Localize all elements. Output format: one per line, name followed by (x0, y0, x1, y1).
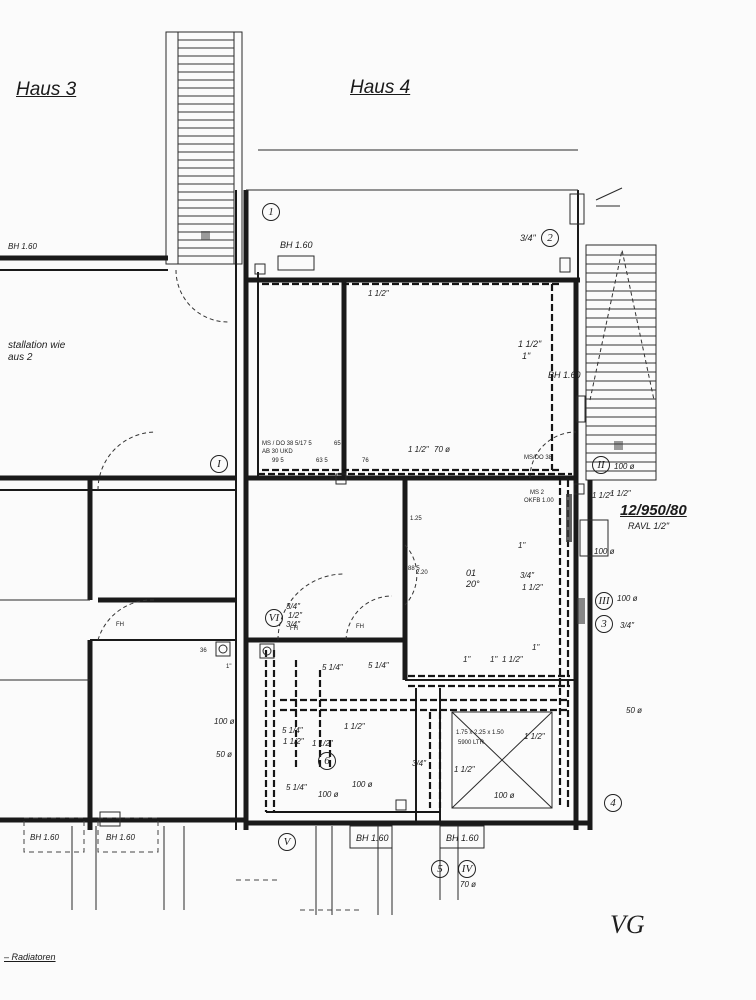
dim-65: 65 (334, 441, 341, 447)
stair-direction-line (589, 249, 655, 401)
ms-do-right: MS/DO 38 (524, 455, 553, 461)
vi-dim-b: 1/2" (288, 611, 302, 620)
room-temperature: 20° (466, 579, 480, 589)
dim-1-room: 1" (518, 541, 526, 550)
tank-outline (451, 711, 553, 809)
lower-outline (23, 811, 485, 915)
ms-do-top: MS / DO 38 5/17 5 (262, 441, 312, 447)
dim-100-iii: 100 ø (617, 594, 638, 603)
marker-3: 3 (595, 615, 613, 633)
fh-label-a: FH (116, 622, 124, 628)
marker-5: 5 (431, 860, 449, 878)
dim-112-top: 1 1/2" (368, 289, 389, 298)
dim-125: 1.25 (410, 516, 422, 522)
stairwell-right (585, 244, 657, 481)
dim-1-right: 1" (522, 351, 531, 361)
dim-112-ii: 1 1/2" (592, 491, 613, 500)
radiators (215, 255, 609, 811)
dim-112-h: 1 1/2" (524, 732, 545, 741)
marker-IV: IV (458, 860, 476, 878)
bh-bottom-left-b: BH 1.60 (106, 833, 135, 842)
dim-220: 2.20 (416, 570, 428, 576)
bh-bottom-mid: BH 1.60 (356, 833, 389, 843)
dim-70-bottom: 70 ø (460, 880, 477, 889)
dim-314-marker3: 3/4" (620, 621, 634, 630)
marker-I: I (210, 455, 228, 473)
dim-514-b: 5 1/4" (368, 661, 389, 670)
bh-left: BH 1.60 (8, 242, 37, 251)
bh-bottom-right: BH 1.60 (446, 833, 479, 843)
dim-100-e: 100 ø (318, 790, 339, 799)
house-3-title: Haus 3 (16, 79, 77, 100)
dim-36: 36 (200, 648, 207, 654)
dim-314-top: 3/4" (520, 233, 536, 243)
handwritten-signature: VG (610, 910, 645, 939)
dim-1-lower: 1" (532, 643, 540, 652)
dim-50-left: 50 ø (216, 750, 233, 759)
top-right-ticks (569, 187, 623, 225)
dim-112-g: 1 1/2" (283, 737, 304, 746)
marker-4: 4 (604, 794, 622, 812)
dim-112-room: 1 1/2" (522, 583, 543, 592)
note-line-1: stallation wie (8, 340, 66, 351)
bh-right: BH 1.60 (548, 370, 581, 380)
tank-volume: 5900 LTR. (458, 740, 486, 746)
dim-63: 63 5 (316, 458, 328, 464)
dim-100-f: 100 ø (352, 780, 373, 789)
marker-2: 2 (541, 229, 559, 247)
dim-514-d: 5 1/4" (286, 783, 307, 792)
dim-514-a: 5 1/4" (322, 663, 343, 672)
room-number: 01 (466, 568, 477, 578)
marker-VI: VI (265, 609, 283, 627)
marker-1: 1 (262, 203, 280, 221)
vi-dim-c: 3/4" (286, 620, 300, 629)
fh-label-b: FH (290, 626, 298, 632)
dim-100-room: 100 ø (594, 547, 615, 556)
okfb-label: OKFB 1.00 (524, 498, 554, 504)
dim-112-d: 1 1/2" (502, 655, 523, 664)
vi-dim-a: 3/4" (286, 602, 300, 611)
ms2-label: MS 2 (530, 490, 545, 496)
legend-radiators: – Radiatoren (4, 952, 56, 962)
ab30-label: AB 30 UKD (262, 449, 293, 455)
door-swings (97, 269, 577, 641)
dim-100-ii: 100 ø (614, 462, 635, 471)
marker-III: III (595, 592, 613, 610)
dim-112-f: 1 1/2" (312, 739, 333, 748)
dim-50-right: 50 ø (626, 706, 643, 715)
dim-76: 76 (362, 458, 369, 464)
dim-88: 88 5 (408, 566, 420, 572)
house-4-title: Haus 4 (350, 77, 411, 98)
dim-314-room: 3/4" (520, 571, 534, 580)
dim-1-c: 1" (463, 655, 471, 664)
haus3-walls (0, 255, 246, 830)
dim-100-tank: 100 ø (494, 791, 515, 800)
left-installation-note: stallation wie aus 2 (8, 340, 65, 363)
dim-314-tank: 3/4" (412, 759, 426, 768)
dim-112-tank: 1 1/2" (454, 765, 475, 774)
dim-100-left: 100 ø (214, 717, 235, 726)
dim-99: 99 5 (272, 458, 284, 464)
bh-bottom-left-a: BH 1.60 (30, 833, 59, 842)
tank-dimensions: 1.75 x 2.25 x 1.50 (456, 730, 504, 736)
bh-top: BH 1.60 (280, 240, 313, 250)
dim-112-e: 1 1/2" (344, 722, 365, 731)
dim-514-c: 5 1/4" (282, 726, 303, 735)
marker-II: II (592, 456, 610, 474)
marker-6: 6 (318, 752, 336, 770)
drawing-number: 12/950/80 (620, 502, 687, 519)
stairwell-top (165, 31, 243, 265)
marker-V: V (278, 833, 296, 851)
dim-112-right: 1 1/2" (518, 339, 542, 349)
dim-1-d: 1" (490, 655, 498, 664)
dim-112-right-b: 1 1/2" (610, 489, 631, 498)
drawing-subcode: RAVL 1/2" (628, 521, 670, 531)
dim-1-left: 1" (226, 664, 232, 670)
dim-112-mid: 1 1/2" (408, 445, 429, 454)
fh-label-c: FH (356, 624, 364, 630)
dim-70-mid: 70 ø (434, 445, 451, 454)
note-line-2: aus 2 (8, 351, 33, 363)
